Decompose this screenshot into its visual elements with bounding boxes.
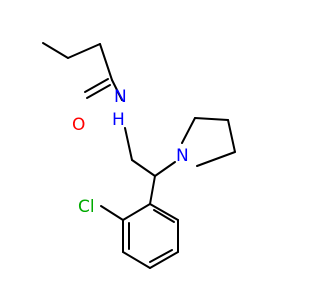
bond-ring-1 <box>181 117 196 144</box>
bond-ar-6 <box>122 203 151 221</box>
bond-c2-c3 <box>67 43 101 59</box>
bond-ring-4 <box>196 151 236 167</box>
structure-svg: O H N N Cl <box>42 42 236 269</box>
bond-ar-1 <box>149 203 179 221</box>
bond-c1-c2 <box>42 42 69 59</box>
bond-ch-aryl <box>149 175 156 205</box>
bond-ar-4 <box>122 251 151 269</box>
bonds <box>42 42 236 269</box>
bond-ch2-ch <box>131 159 156 177</box>
atom-chlorine: Cl <box>78 197 95 217</box>
bond-n-ch2 <box>124 127 133 161</box>
bond-c3-c4 <box>99 43 113 81</box>
bond-ar-3-inner <box>149 249 173 263</box>
bond-c4-n <box>111 79 123 101</box>
bond-ring-3 <box>227 119 236 153</box>
atom-ring-nitrogen: N <box>176 146 189 166</box>
atom-amide-hydrogen: H <box>112 110 125 130</box>
bond-ar-1-inner <box>153 209 175 223</box>
bond-c-cl <box>100 205 124 221</box>
molecule-structure: O H N N Cl <box>42 42 236 269</box>
bond-ch-nring <box>154 161 176 177</box>
bond-ar-3 <box>149 251 179 269</box>
bond-c4-o-double <box>84 78 109 93</box>
atom-oxygen: O <box>72 115 85 135</box>
bond-c4-o-double-2 <box>86 84 111 99</box>
atom-amide-nitrogen: N <box>114 87 127 107</box>
bond-ring-2 <box>194 117 229 121</box>
